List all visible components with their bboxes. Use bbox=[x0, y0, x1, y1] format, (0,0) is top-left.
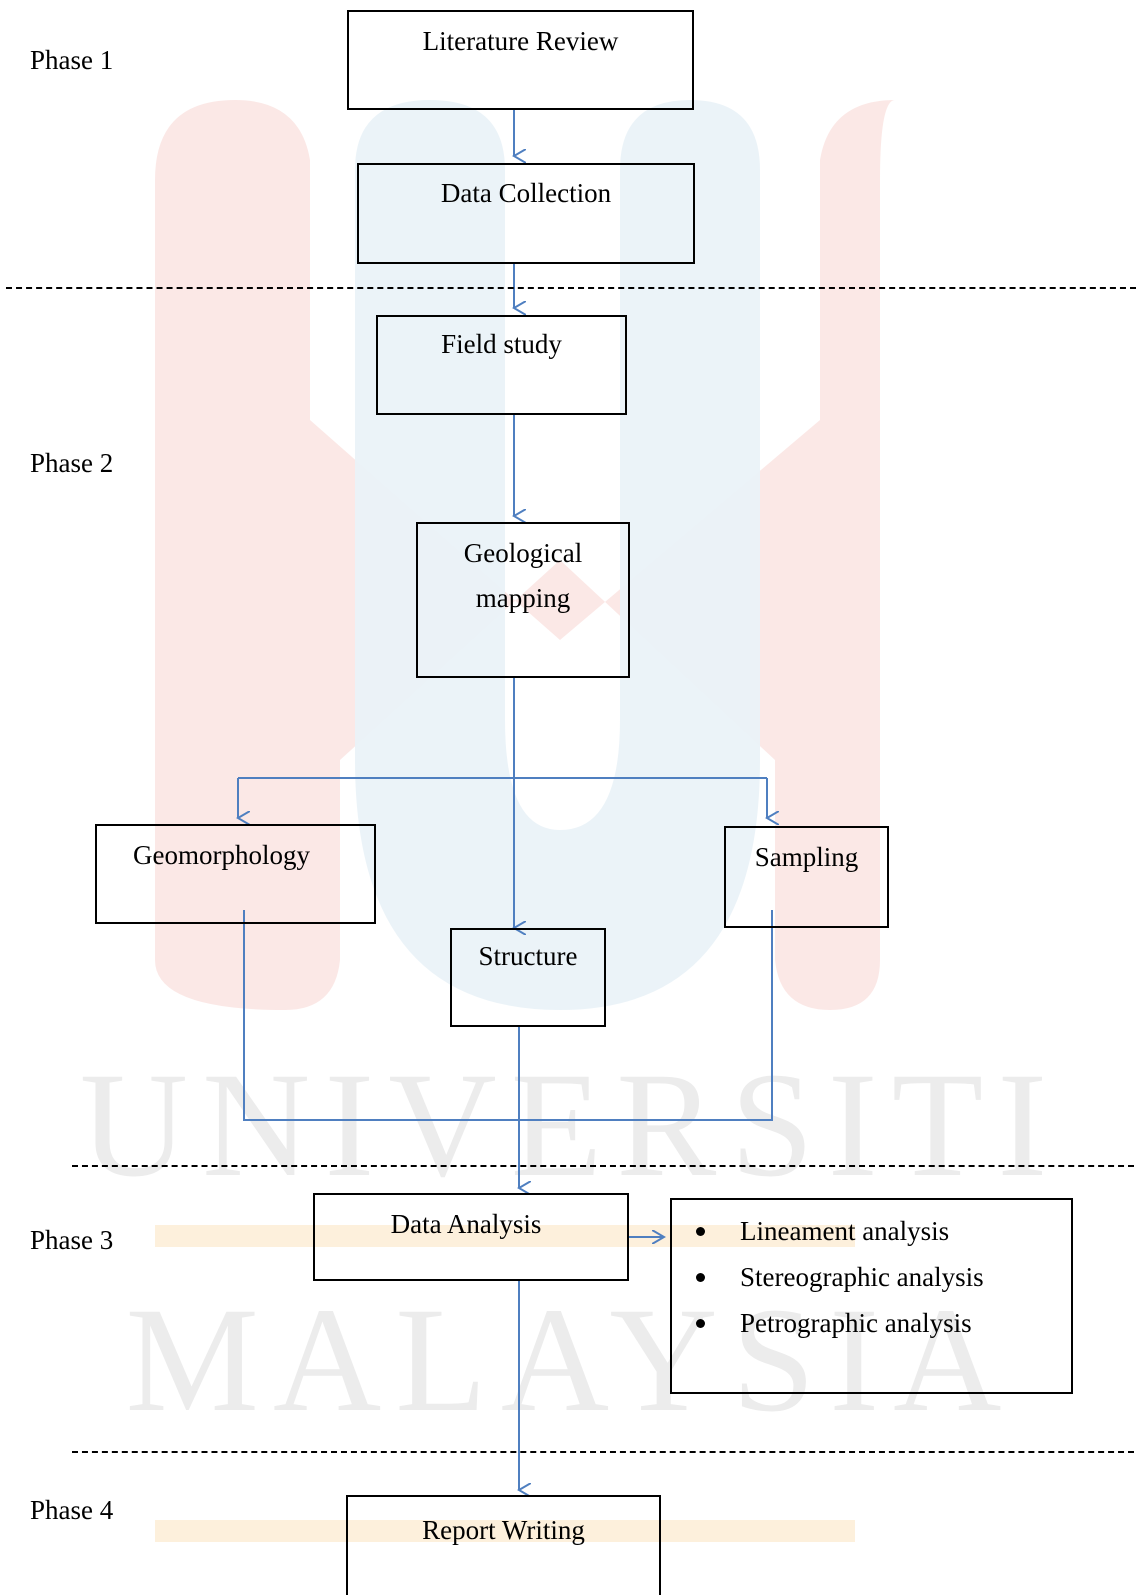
bullet-icon bbox=[696, 1319, 705, 1328]
geomorphology-label: Geomorphology bbox=[133, 840, 310, 870]
watermark-stripe bbox=[155, 1520, 855, 1542]
data-collection-box: Data Collection bbox=[357, 163, 695, 264]
analysis-item-label: Petrographic analysis bbox=[740, 1308, 972, 1338]
bullet-icon bbox=[696, 1227, 705, 1236]
data-analysis-box: Data Analysis bbox=[313, 1193, 629, 1281]
phase-divider bbox=[72, 1165, 1134, 1167]
phase-4-label: Phase 4 bbox=[30, 1495, 114, 1525]
merge-line bbox=[243, 910, 773, 1121]
geomorphology-box: Geomorphology bbox=[95, 824, 376, 924]
field-study-label: Field study bbox=[441, 329, 562, 359]
geological-mapping-label-line1: Geological bbox=[463, 538, 583, 568]
bullet-icon bbox=[696, 1273, 705, 1282]
watermark-stripe bbox=[155, 1225, 855, 1247]
list-item: Lineament analysis bbox=[672, 1208, 1071, 1254]
structure-box: Structure bbox=[450, 928, 606, 1027]
sampling-label: Sampling bbox=[754, 842, 859, 872]
literature-review-label: Literature Review bbox=[422, 26, 619, 56]
phase-1-label: Phase 1 bbox=[30, 45, 114, 75]
analysis-methods-box: Lineament analysis Stereographic analysi… bbox=[670, 1198, 1073, 1394]
sampling-box: Sampling bbox=[724, 826, 889, 928]
analysis-item-label: Stereographic analysis bbox=[740, 1262, 984, 1292]
structure-label: Structure bbox=[478, 941, 578, 971]
analysis-item-label: Lineament analysis bbox=[740, 1216, 950, 1246]
phase-divider bbox=[6, 287, 1136, 289]
phase-3-label: Phase 3 bbox=[30, 1225, 114, 1255]
list-item: Stereographic analysis bbox=[672, 1254, 1071, 1300]
literature-review-box: Literature Review bbox=[347, 10, 694, 110]
report-writing-box: Report Writing bbox=[346, 1495, 661, 1595]
geological-mapping-box: Geological mapping bbox=[416, 522, 630, 678]
geological-mapping-label-line2: mapping bbox=[475, 583, 571, 613]
report-writing-label: Report Writing bbox=[422, 1515, 585, 1545]
phase-divider bbox=[72, 1451, 1134, 1453]
data-analysis-label: Data Analysis bbox=[390, 1209, 542, 1239]
list-item: Petrographic analysis bbox=[672, 1300, 1071, 1346]
watermark-text-line2: MALAYSIA bbox=[125, 1277, 1016, 1443]
watermark-text-line1: UNIVERSITI bbox=[79, 1042, 1062, 1208]
data-collection-label: Data Collection bbox=[440, 178, 612, 208]
analysis-methods-list: Lineament analysis Stereographic analysi… bbox=[672, 1208, 1071, 1346]
phase-2-label: Phase 2 bbox=[30, 448, 114, 478]
field-study-box: Field study bbox=[376, 315, 627, 415]
